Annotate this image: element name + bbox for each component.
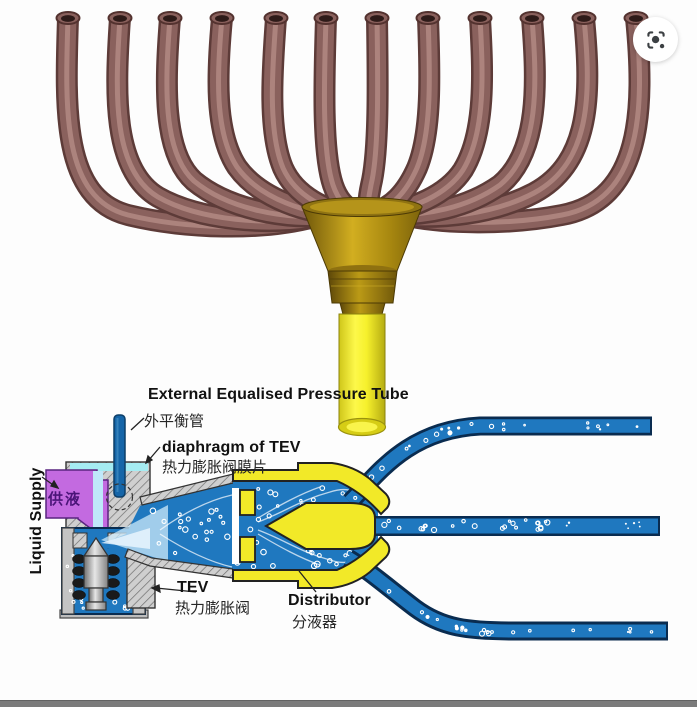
lens-search-button[interactable] <box>633 17 678 62</box>
bubbles-tube-middle <box>381 518 641 534</box>
label-equalizer-en: External Equalised Pressure Tube <box>148 386 409 403</box>
copper-tube <box>155 17 333 228</box>
outlet-tube-top <box>343 416 652 509</box>
label-liquid-supply: Liquid Supply <box>28 467 45 575</box>
outlet-tube-bottom <box>343 549 668 641</box>
copper-tube <box>313 17 362 224</box>
tev-distributor-schematic <box>41 414 668 641</box>
tube-openings <box>55 11 649 25</box>
label-liquid-supply-zh: 供液 <box>48 491 83 508</box>
label-distributor-zh: 分液器 <box>292 614 338 631</box>
label-tev-en: TEV <box>177 579 209 596</box>
inlet-liquid-core <box>93 471 103 547</box>
outlet-tube-middle <box>370 516 660 536</box>
orifice-seat <box>72 532 88 549</box>
bubbles-tube-bottom <box>357 560 654 637</box>
equalizer-tube <box>105 414 134 511</box>
distributor-shell <box>232 462 391 589</box>
camera-search-icon <box>646 30 665 49</box>
label-tev-zh: 热力膨胀阀 <box>175 600 251 617</box>
label-equalizer-zh: 外平衡管 <box>144 413 205 430</box>
bottom-bar <box>0 700 697 707</box>
annotation-connectors <box>41 417 317 594</box>
distributor-cone <box>263 502 376 550</box>
label-diaphragm-en: diaphragm of TEV <box>162 439 301 456</box>
label-diaphragm-zh: 热力膨胀阀膜片 <box>162 459 268 476</box>
valve-needle <box>82 536 110 611</box>
copper-tube <box>393 17 546 226</box>
label-distributor-en: Distributor <box>288 592 371 609</box>
copper-tube <box>356 17 389 219</box>
distributor-3d-render <box>55 11 651 437</box>
tev-diaphragm <box>70 463 148 471</box>
distributor-head-3d <box>301 197 423 319</box>
flash-spray-core <box>101 528 150 549</box>
orifice-plate-slot <box>232 488 239 564</box>
distributor-orifice-plate <box>239 489 256 563</box>
vertical-yellow-tube <box>337 313 387 437</box>
valve-springs <box>72 554 120 600</box>
